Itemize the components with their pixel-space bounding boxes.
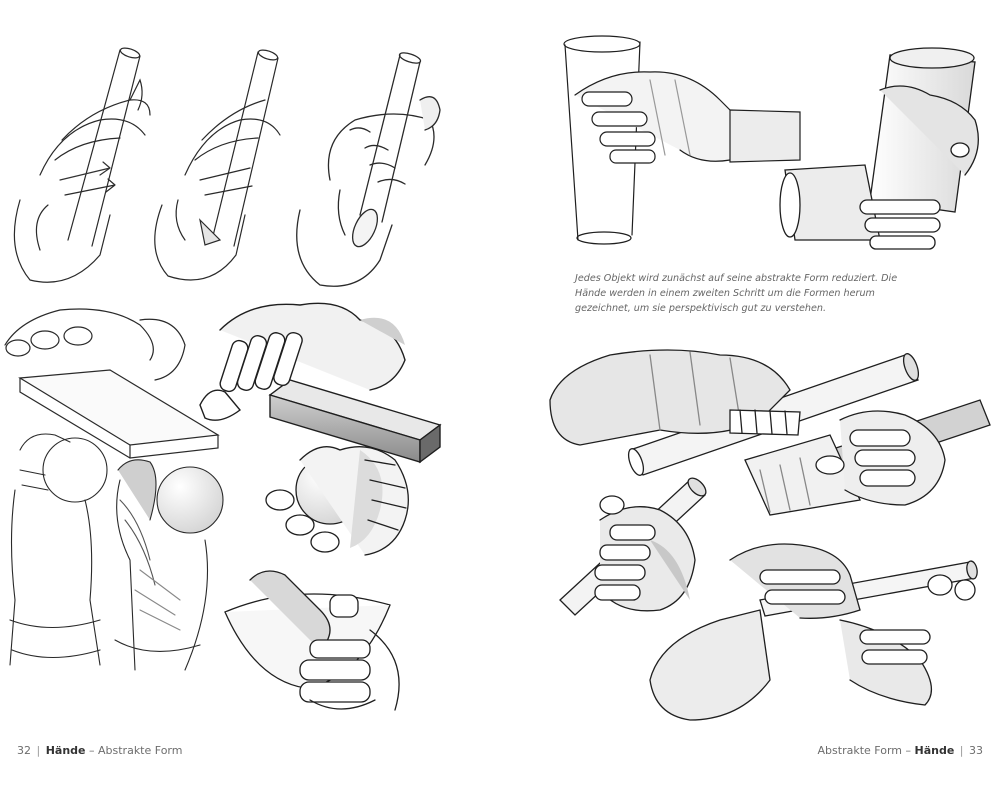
sketch-hands-holding-cylinder — [780, 48, 978, 249]
footer-dash: – — [89, 744, 95, 757]
page-number-left: 32 — [17, 744, 31, 757]
sketch-hand-on-horizontal-cylinder — [550, 350, 921, 477]
sketch-hand-on-sphere-shaded — [115, 460, 223, 670]
footer-left: 32 | Hände – Abstrakte Form — [17, 744, 182, 757]
footer-right: Abstrakte Form – Hände | 33 — [818, 744, 983, 757]
chapter-title-left: Hände — [45, 744, 86, 757]
sketch-hand-beside-glass — [564, 36, 800, 244]
sketch-fist-gripping-stick — [745, 400, 990, 515]
footer-dash: – — [905, 744, 912, 757]
sketch-hand-in-bowl — [225, 571, 399, 710]
sketch-hand-on-sphere — [10, 434, 107, 665]
sketch-hand-cupping-sphere — [266, 447, 408, 555]
page-caption: Jedes Objekt wird zunächst auf seine abs… — [575, 273, 898, 314]
footer-divider: | — [33, 744, 44, 757]
sketch-hand-gripping-diagonal-stick — [560, 475, 709, 615]
chapter-title-right: Hände — [914, 744, 955, 757]
sketch-hands-holding-long-stick — [650, 544, 978, 720]
page-number-right: 33 — [969, 744, 983, 757]
section-title-left: Abstrakte Form — [98, 744, 183, 757]
footer-divider: | — [956, 744, 967, 757]
section-title-right: Abstrakte Form — [817, 744, 902, 757]
sketch-cylinder-grip-stage-2 — [155, 48, 280, 280]
sketch-cylinder-grip-stage-1 — [14, 46, 150, 282]
sketch-hand-on-slab — [5, 309, 218, 458]
sketch-hand-holding-cylinder — [297, 51, 440, 286]
sketch-hand-on-block — [200, 303, 440, 462]
